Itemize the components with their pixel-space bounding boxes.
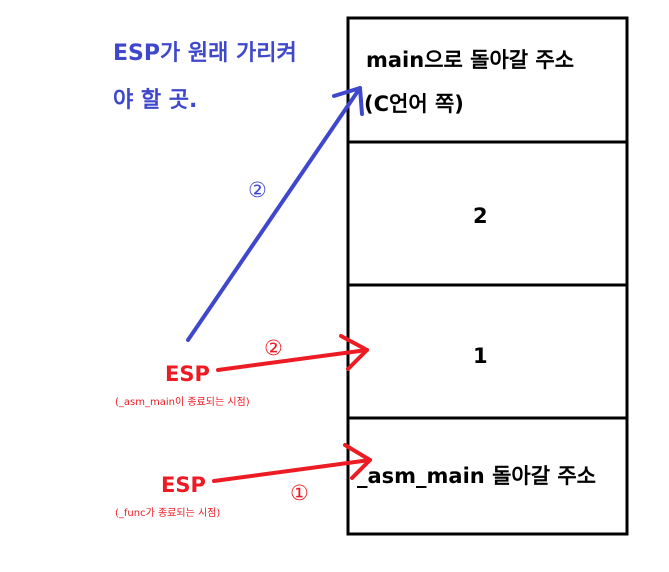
stack-cell-one-text: 1 <box>473 344 488 368</box>
stack-cell-asm-return-text: _asm_main 돌아갈 주소 <box>357 464 596 488</box>
esp-caption-lower: (_func가 종료되는 시점) <box>115 508 221 519</box>
esp-target-note-line1: ESP가 원래 가리켜 <box>113 41 297 66</box>
esp-caption-upper: (_asm_main이 종료되는 시점) <box>115 397 250 408</box>
stack-cell-main-return-subtext: (C언어 쪽) <box>364 92 464 116</box>
blue-arrow <box>186 86 364 342</box>
esp-label-lower: ESP <box>161 473 206 497</box>
stack-cell-asm-return <box>346 416 629 536</box>
red-step-marker-lower: ① <box>290 481 309 505</box>
esp-target-note-line2: 야 할 곳. <box>113 88 198 113</box>
stack-cell-main-return <box>346 16 629 144</box>
red-arrow-upper <box>216 334 369 372</box>
blue-step-marker: ② <box>248 178 267 202</box>
red-step-marker-upper: ② <box>264 336 283 360</box>
esp-label-upper: ESP <box>165 362 210 386</box>
stack-frame <box>346 16 629 536</box>
stack-cell-two-text: 2 <box>473 204 488 228</box>
stack-cell-main-return-text: main으로 돌아갈 주소 <box>366 48 575 72</box>
red-arrow-lower <box>212 443 372 483</box>
